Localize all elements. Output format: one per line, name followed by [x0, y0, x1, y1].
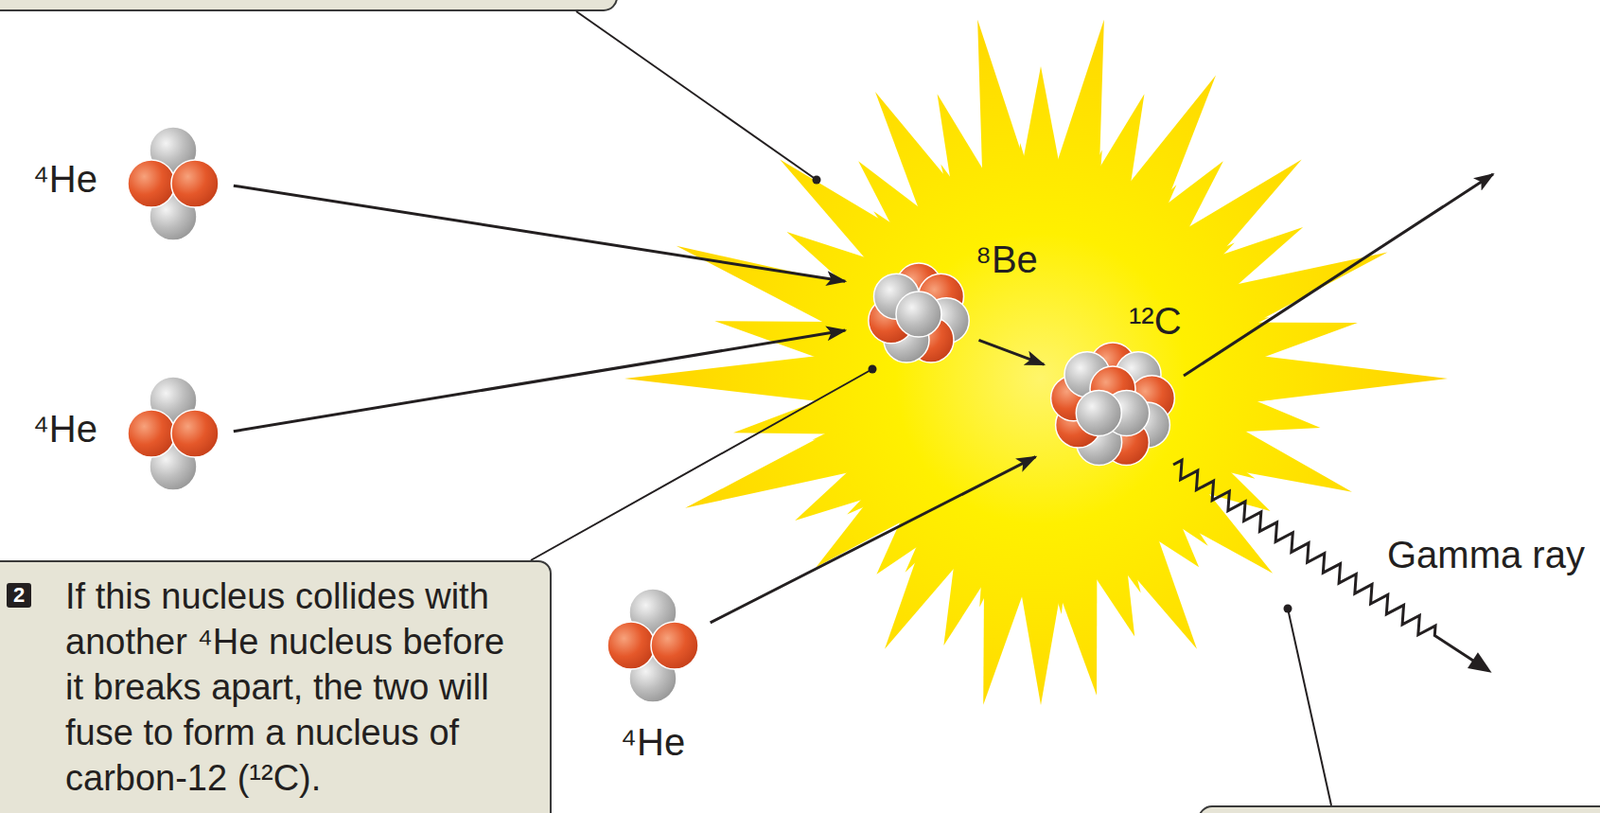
burst-core — [851, 189, 1231, 568]
gamma-ray-label: Gamma ray — [1387, 531, 1585, 578]
nucleus-label: ¹²C — [1128, 298, 1182, 344]
nucleus-label: ⁸Be — [975, 236, 1038, 282]
proton — [650, 621, 699, 669]
nucleus: ⁸Be — [865, 261, 972, 368]
proton — [127, 159, 176, 208]
reaction-arrow — [978, 339, 1044, 365]
motion-arrow — [1183, 174, 1494, 376]
nucleus-shape — [125, 124, 221, 243]
callout-box: 2 If this nucleus collides with another ⁴… — [0, 560, 552, 813]
proton — [171, 159, 219, 208]
nucleus-label: ⁴He — [620, 719, 686, 765]
reaction-arrow — [233, 185, 845, 282]
leader-dot — [1283, 604, 1293, 614]
nucleus: ⁴He — [125, 374, 221, 493]
callout-text: If this nucleus collides with another ⁴H… — [65, 573, 511, 801]
leader-dot — [812, 175, 822, 185]
callout-box-cut — [0, 0, 617, 11]
callout-number: 2 — [6, 582, 32, 608]
proton — [607, 621, 655, 669]
energy-burst — [624, 14, 1448, 711]
neutron — [896, 291, 942, 337]
nucleus-shape — [125, 374, 221, 493]
nucleus: ⁴He — [605, 586, 701, 704]
leader-line — [576, 11, 817, 180]
leader-line — [1287, 608, 1332, 806]
reaction-arrow — [710, 457, 1037, 623]
leader-line — [530, 369, 873, 561]
nucleus-label: ⁴He — [33, 156, 98, 202]
callout-box-cut — [1198, 806, 1600, 813]
nucleus: ⁴He — [125, 124, 221, 243]
proton — [127, 409, 176, 458]
reaction-arrow — [233, 330, 845, 432]
leader-dot — [868, 365, 878, 374]
arrow-head — [1467, 651, 1497, 681]
nucleus: ¹²C — [1047, 339, 1179, 471]
nucleus-label: ⁴He — [33, 405, 98, 452]
proton — [171, 409, 219, 458]
nucleus-shape — [1047, 339, 1179, 471]
neutron — [1075, 390, 1122, 437]
nucleus-shape — [865, 261, 972, 368]
nucleus-shape — [605, 586, 701, 704]
